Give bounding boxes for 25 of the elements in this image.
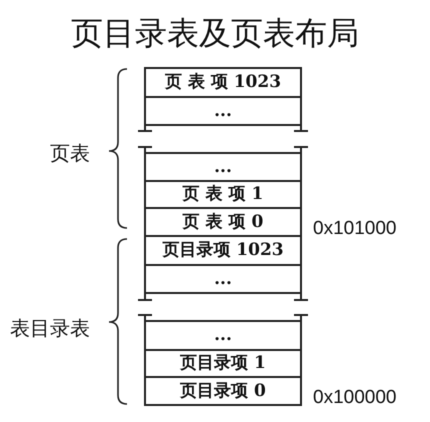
table-entry-row (144, 96, 302, 126)
table-entry-row (144, 264, 302, 294)
table-entry-row (144, 180, 302, 209)
entry-label: ... (214, 270, 232, 288)
entry-label: 页 表 项 1 (182, 185, 264, 204)
entry-label: 页目录项 0 (180, 382, 266, 400)
table-entry-row (144, 376, 302, 406)
entry-label: 页 表 项 1023 (164, 73, 282, 92)
table-name-label: 表目录表 (10, 315, 90, 342)
diagram-title: 页目录表及页表布局 (71, 13, 359, 54)
table-name-label: 页表 (50, 140, 90, 167)
table-entry-row (144, 320, 302, 351)
entry-label: 页目录项 1023 (162, 241, 284, 260)
address-label: 0x100000 (313, 387, 396, 409)
table-entry-row (144, 152, 302, 182)
table-entry-row (144, 207, 302, 237)
table-entry-row (144, 349, 302, 378)
entry-label: ... (214, 326, 232, 345)
entry-label: 页目录项 1 (180, 354, 266, 373)
table-entry-row (144, 235, 302, 266)
entry-label: ... (214, 102, 232, 120)
address-label: 0x101000 (313, 218, 396, 240)
table-entry-row (144, 67, 302, 98)
entry-label: 页 表 项 0 (182, 212, 264, 232)
entry-label: ... (214, 158, 232, 176)
